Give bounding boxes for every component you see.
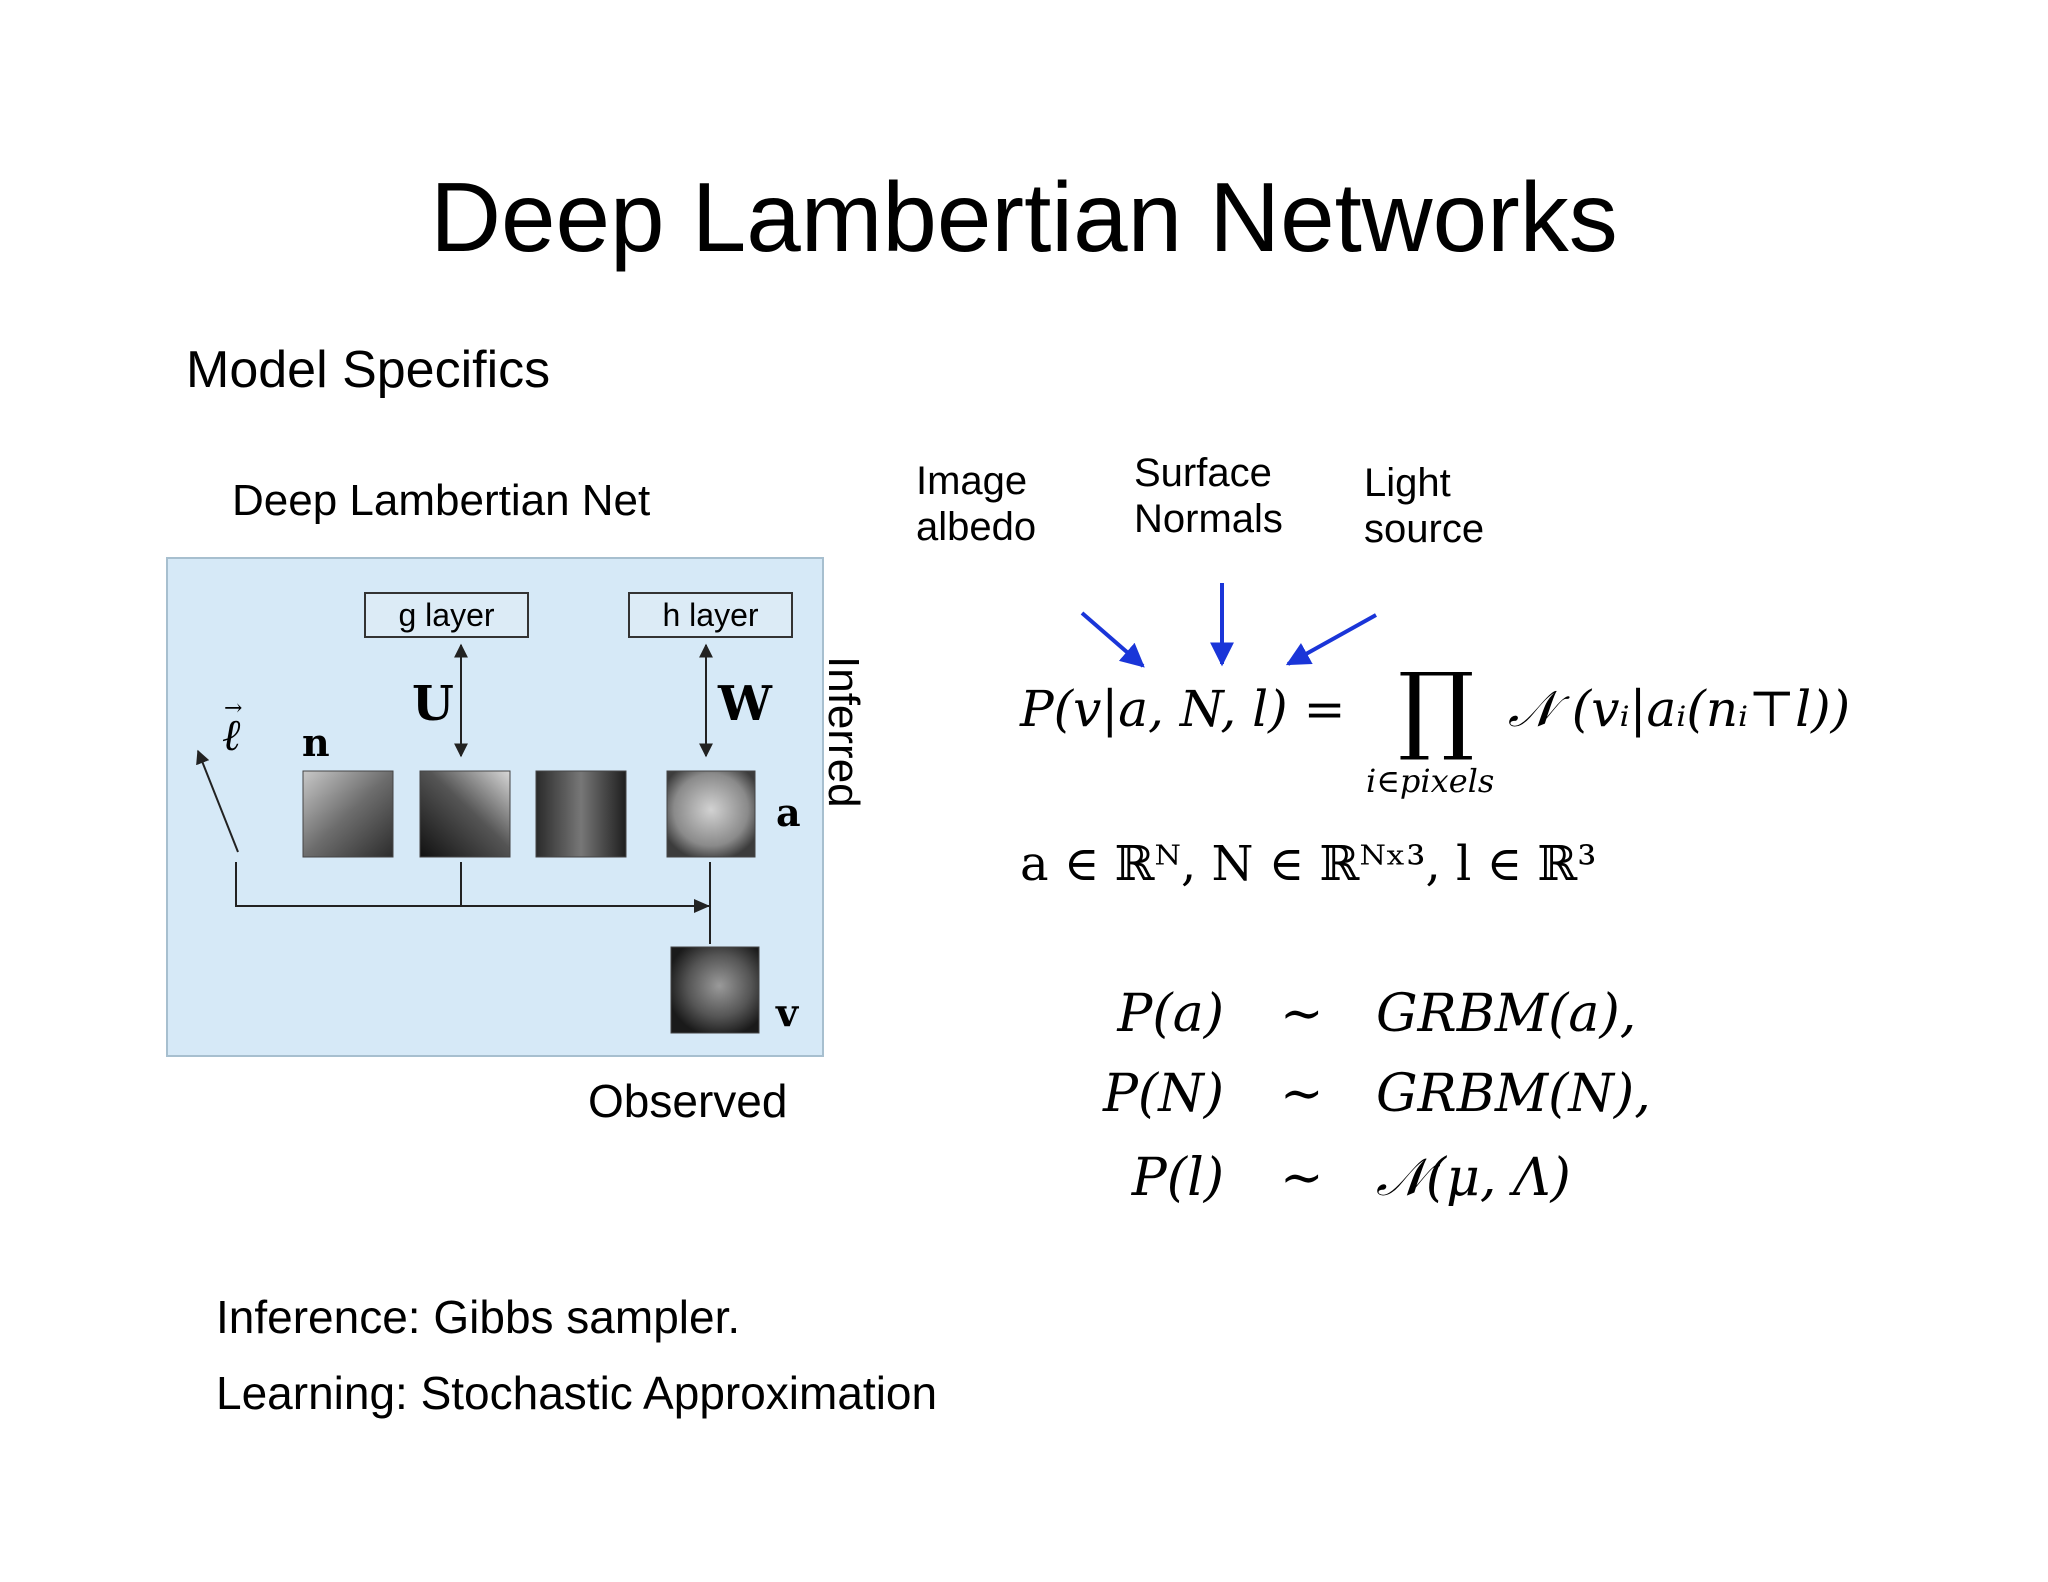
normal-map-face-2 [419, 770, 511, 858]
prior-l-rhs: 𝒩(μ, Λ) [1376, 1148, 1571, 1208]
combine-arrowhead [694, 899, 710, 913]
combine-line [235, 862, 710, 907]
inference-note: Inference: Gibbs sampler. [216, 1291, 741, 1343]
light-symbol: ℓ [222, 710, 241, 761]
prior-a-rhs: GRBM(a), [1376, 984, 1637, 1044]
weight-w-label: W [718, 676, 772, 732]
albedo-face [666, 770, 756, 858]
h-layer-box: h layer [628, 592, 793, 638]
light-vector-label: → ℓ [222, 696, 242, 761]
prior-n-rhs: GRBM(N), [1376, 1064, 1651, 1124]
node-v-label: v [776, 990, 799, 1035]
vector-arrow-icon: → [224, 696, 243, 721]
annotation-light-source: Light source [1364, 460, 1484, 552]
prior-a-sim: ∼ [1280, 984, 1324, 1044]
likelihood-lhs: P(v|a, N, l) = [1020, 680, 1346, 738]
product-subscript: i∈pixels [1366, 762, 1495, 800]
annotation-line: source [1364, 507, 1485, 551]
albedo-pointer-arrow [1080, 611, 1145, 668]
diagram-label: Deep Lambertian Net [232, 476, 651, 525]
node-n-label: n [302, 720, 330, 765]
prior-a-lhs: P(a) [1117, 984, 1224, 1044]
observed-label: Observed [588, 1075, 788, 1127]
prior-n-lhs: P(N) [1102, 1064, 1224, 1124]
learning-note: Learning: Stochastic Approximation [216, 1367, 938, 1419]
observed-face [670, 946, 760, 1034]
weight-u-label: U [412, 676, 454, 732]
normal-map-face-1 [302, 770, 394, 858]
annotation-line: Surface [1134, 451, 1272, 495]
product-symbol: ∏ [1398, 652, 1475, 764]
annotation-surface-normals: Surface Normals [1134, 450, 1283, 542]
light-pointer-arrow [1285, 613, 1377, 666]
slide-title: Deep Lambertian Networks [430, 162, 1618, 272]
prior-n-sim: ∼ [1280, 1064, 1324, 1124]
g-layer-box: g layer [364, 592, 529, 638]
normal-map-face-3 [535, 770, 627, 858]
prior-l-sim: ∼ [1280, 1148, 1324, 1208]
annotation-image-albedo: Image albedo [916, 458, 1036, 550]
likelihood-rhs: 𝒩 (vᵢ|aᵢ(nᵢ⊤l)) [1508, 680, 1851, 738]
light-direction-arrow [196, 749, 239, 853]
slide-subtitle: Model Specifics [186, 341, 551, 399]
domain-equation: a ∈ ℝᴺ, N ∈ ℝᴺˣ³, l ∈ ℝ³ [1020, 836, 1597, 892]
prior-l-lhs: P(l) [1131, 1148, 1224, 1208]
inferred-label: Inferred [819, 656, 868, 808]
annotation-line: Light [1364, 461, 1451, 505]
annotation-line: Image [916, 459, 1028, 503]
node-a-label: a [776, 790, 801, 835]
annotation-line: albedo [916, 505, 1037, 549]
annotation-line: Normals [1134, 497, 1283, 541]
